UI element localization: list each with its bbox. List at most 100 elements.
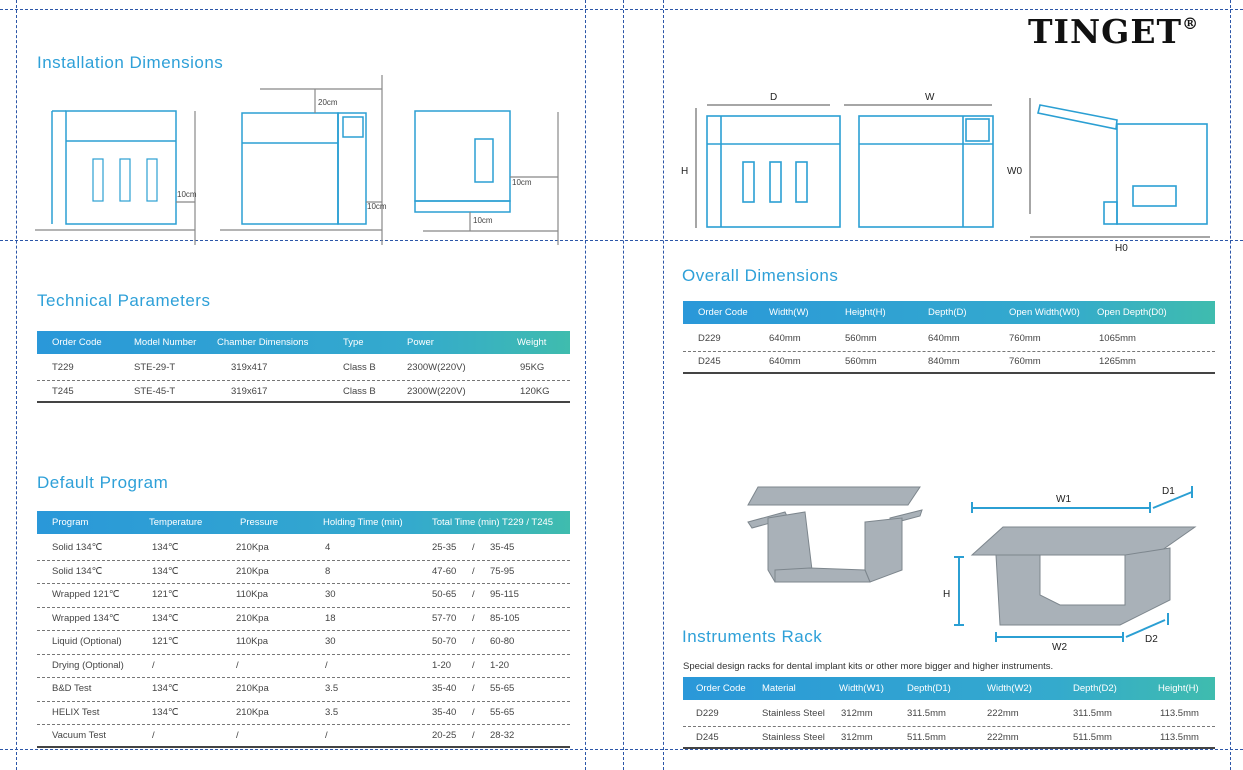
dim-D: D	[770, 92, 777, 103]
table-cell: 134℃	[152, 542, 179, 553]
cut-line	[1230, 0, 1231, 770]
table-cell: STE-45-T	[134, 385, 176, 397]
column-header: Width(W)	[769, 307, 809, 318]
rack-dim-D1: D1	[1162, 486, 1175, 497]
table-cell: STE-29-T	[134, 362, 176, 373]
column-header: Total Time (min) T229 / T245	[432, 517, 554, 528]
install-label-mid: 10cm	[367, 202, 387, 211]
cut-line	[0, 9, 1243, 10]
table-bottom-rule	[37, 401, 570, 403]
table-cell: 30	[325, 589, 336, 600]
table-cell: 4	[325, 542, 331, 553]
table-cell: 1-20	[432, 659, 452, 671]
cut-line	[16, 0, 17, 770]
table-cell: 25-35	[432, 542, 457, 553]
table-bottom-rule	[683, 372, 1215, 374]
column-header: Material	[762, 683, 796, 694]
rack-dim-W1: W1	[1056, 494, 1071, 505]
table-cell: T245	[52, 385, 74, 397]
column-header: Depth(D1)	[907, 683, 951, 694]
overall-title: Overall Dimensions	[682, 266, 839, 285]
column-header: Depth(D)	[928, 307, 967, 318]
table-cell: 640mm	[769, 333, 801, 344]
table-cell: D229	[696, 708, 719, 719]
column-header: Pressure	[240, 517, 279, 528]
column-header: Type	[343, 337, 364, 348]
table-cell: 35-40	[432, 683, 457, 694]
table-cell: D245	[698, 356, 721, 367]
table-cell: D229	[698, 333, 721, 344]
table-cell: 640mm	[928, 333, 960, 344]
table-cell: 1265mm	[1099, 356, 1136, 367]
install-label-right: 10cm	[512, 178, 532, 187]
install-label-left: 10cm	[177, 190, 197, 199]
table-cell: 60-80	[490, 636, 515, 647]
row-divider	[683, 350, 1215, 352]
row-divider	[37, 583, 570, 585]
table-cell: 55-65	[490, 683, 515, 694]
table-cell: 312mm	[841, 732, 873, 743]
table-cell: 55-65	[490, 706, 515, 718]
column-header: Width(W2)	[987, 683, 1032, 694]
table-cell: 210Kpa	[236, 683, 269, 694]
row-divider	[37, 700, 570, 702]
table-cell: 47-60	[432, 565, 457, 577]
table-cell: Solid 134℃	[52, 565, 103, 577]
table-cell: /	[472, 706, 475, 718]
table-cell: /	[325, 659, 328, 671]
column-header: Holding Time (min)	[323, 517, 403, 528]
table-cell: B&D Test	[52, 683, 92, 694]
install-label-top: 20cm	[318, 98, 338, 107]
brand-logo: TINGET®	[1028, 12, 1200, 51]
column-header: Order Code	[52, 337, 102, 348]
table-cell: 134℃	[152, 706, 179, 718]
table-cell: /	[472, 636, 475, 647]
table-cell: 110Kpa	[236, 589, 269, 600]
table-cell: /	[152, 730, 155, 741]
table-cell: 311.5mm	[907, 708, 946, 719]
table-cell: 121℃	[152, 589, 179, 600]
table-bottom-rule	[683, 747, 1215, 749]
rack-dim-D2: D2	[1145, 634, 1158, 645]
table-cell: 134℃	[152, 565, 179, 577]
row-divider	[37, 630, 570, 632]
table-cell: /	[472, 542, 475, 553]
table-cell: 95KG	[520, 362, 545, 373]
rack-dim-H: H	[943, 589, 950, 600]
table-cell: 113.5mm	[1160, 708, 1199, 719]
table-bottom-rule	[37, 746, 570, 748]
rack-description: Special design racks for dental implant …	[683, 661, 1054, 672]
cut-line	[0, 749, 1243, 750]
table-cell: 30	[325, 636, 336, 647]
installation-title: Installation Dimensions	[37, 53, 224, 72]
dim-W0: W0	[1007, 166, 1022, 177]
table-cell: /	[472, 659, 475, 671]
table-cell: 840mm	[928, 356, 960, 367]
table-cell: 2300W(220V)	[407, 385, 466, 397]
program-title: Default Program	[37, 473, 169, 492]
table-cell: 3.5	[325, 706, 339, 718]
table-cell: 760mm	[1009, 356, 1041, 367]
table-cell: HELIX Test	[52, 706, 100, 718]
row-divider	[683, 726, 1215, 727]
cut-line	[0, 240, 1243, 241]
technical-title: Technical Parameters	[37, 291, 211, 310]
table-cell: 134℃	[152, 612, 179, 624]
table-cell: 95-115	[490, 589, 519, 600]
row-divider	[37, 379, 570, 381]
table-cell: /	[236, 730, 239, 741]
table-cell: 1-20	[490, 659, 510, 671]
rack-dim-W2: W2	[1052, 642, 1067, 650]
column-header: Model Number	[134, 337, 197, 348]
table-cell: 222mm	[987, 708, 1019, 719]
table-cell: 312mm	[841, 708, 873, 719]
dim-H: H	[681, 166, 688, 177]
table-cell: T229	[52, 362, 74, 373]
table-cell: /	[472, 683, 475, 694]
table-cell: Vacuum Test	[52, 730, 107, 741]
table-cell: 210Kpa	[236, 542, 269, 553]
table-cell: 35-45	[490, 542, 515, 553]
table-cell: 120KG	[520, 385, 550, 397]
